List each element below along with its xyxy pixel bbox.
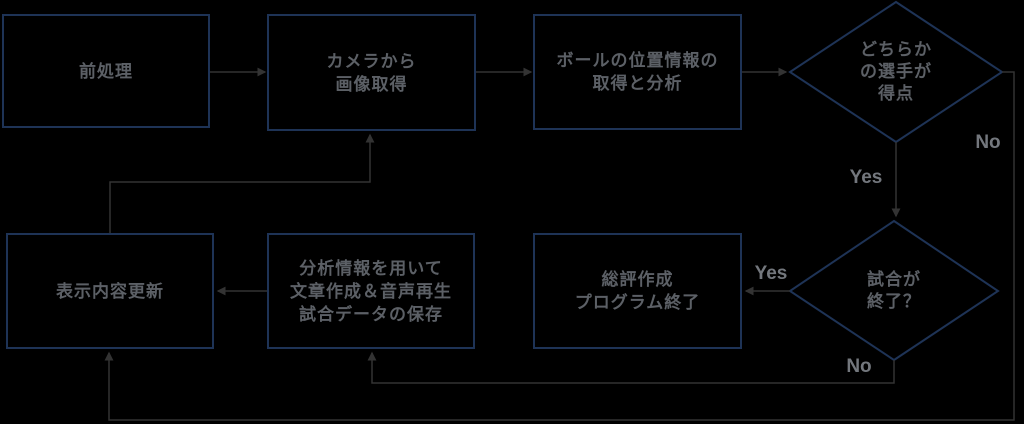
- edge-label-score-no: No: [975, 132, 1001, 153]
- node-summary-label: 総評作成 プログラム終了: [574, 270, 701, 312]
- node-camera: カメラから 画像取得: [267, 14, 476, 131]
- edge-display-to-camera: [109, 133, 375, 233]
- edge-label-score-yes: Yes: [849, 167, 883, 188]
- node-commentary-label: 分析情報を用いて 文章作成＆音声再生 試合データの保存: [290, 258, 452, 324]
- node-display: 表示内容更新: [6, 233, 214, 349]
- node-ball-analysis-label: ボールの位置情報の 取得と分析: [556, 51, 719, 93]
- node-preprocess-label: 前処理: [79, 61, 133, 81]
- edge-label-end-yes: Yes: [754, 263, 788, 284]
- node-ball-analysis: ボールの位置情報の 取得と分析: [533, 14, 742, 130]
- edge-score-no-to-display: [104, 71, 1015, 421]
- node-preprocess: 前処理: [2, 14, 210, 128]
- node-camera-label: カメラから 画像取得: [326, 51, 417, 94]
- edge-end-no-to-commentary: [367, 351, 895, 384]
- node-display-label: 表示内容更新: [56, 281, 164, 301]
- node-commentary: 分析情報を用いて 文章作成＆音声再生 試合データの保存: [267, 233, 475, 349]
- node-score-decision-label: どちらか の選手が 得点: [860, 40, 932, 103]
- node-end-decision-label: 試合が 終了？: [867, 270, 921, 311]
- node-summary: 総評作成 プログラム終了: [533, 233, 742, 349]
- edge-label-end-no: No: [846, 356, 872, 377]
